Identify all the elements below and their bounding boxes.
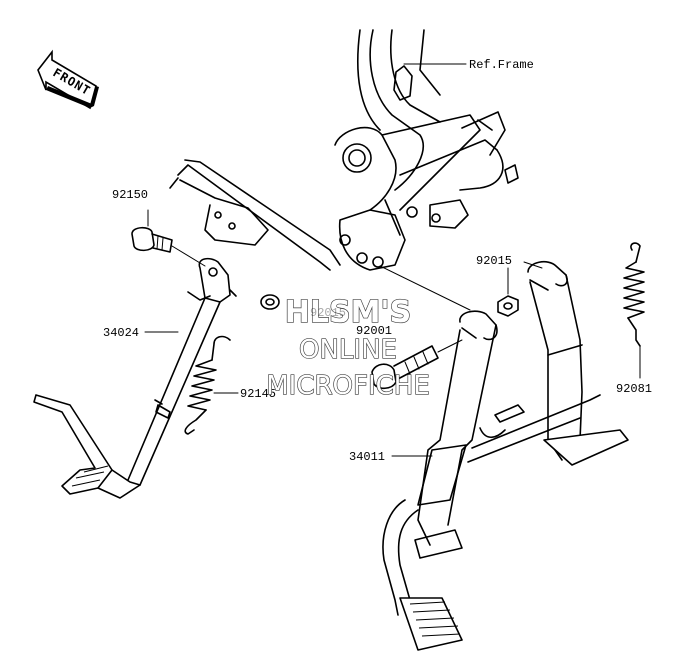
bolt-92001 xyxy=(371,265,471,390)
center-stand-34011 xyxy=(382,260,629,651)
bolt-92150 xyxy=(131,209,206,267)
side-stand-34024 xyxy=(33,257,237,499)
part-label-92015: 92015 xyxy=(476,254,512,268)
nut-92015 xyxy=(497,261,543,317)
part-label-92081: 92081 xyxy=(616,382,652,396)
watermark: HLSM'S ONLINE MICROFICHE xyxy=(266,294,431,401)
watermark-line-2: ONLINE xyxy=(299,335,397,365)
part-label-34024: 34024 xyxy=(103,326,139,340)
frame-reference xyxy=(334,29,519,271)
spring-92145 xyxy=(184,335,231,435)
watermark-line-3: MICROFICHE xyxy=(266,371,430,401)
spring-92081 xyxy=(623,242,645,379)
side-stand-bracket xyxy=(169,159,341,271)
part-label-92145: 92145 xyxy=(240,387,276,401)
part-label-92150: 92150 xyxy=(112,188,148,202)
part-label-34011: 34011 xyxy=(349,450,385,464)
part-label-92001: 92001 xyxy=(356,324,392,338)
watermark-line-1: HLSM'S xyxy=(285,295,411,330)
ref-frame-label: Ref.Frame xyxy=(469,58,534,72)
part-label-92015-lower: 92015 xyxy=(310,306,346,320)
washer xyxy=(260,294,280,310)
front-direction-badge: FRONT xyxy=(37,49,99,110)
